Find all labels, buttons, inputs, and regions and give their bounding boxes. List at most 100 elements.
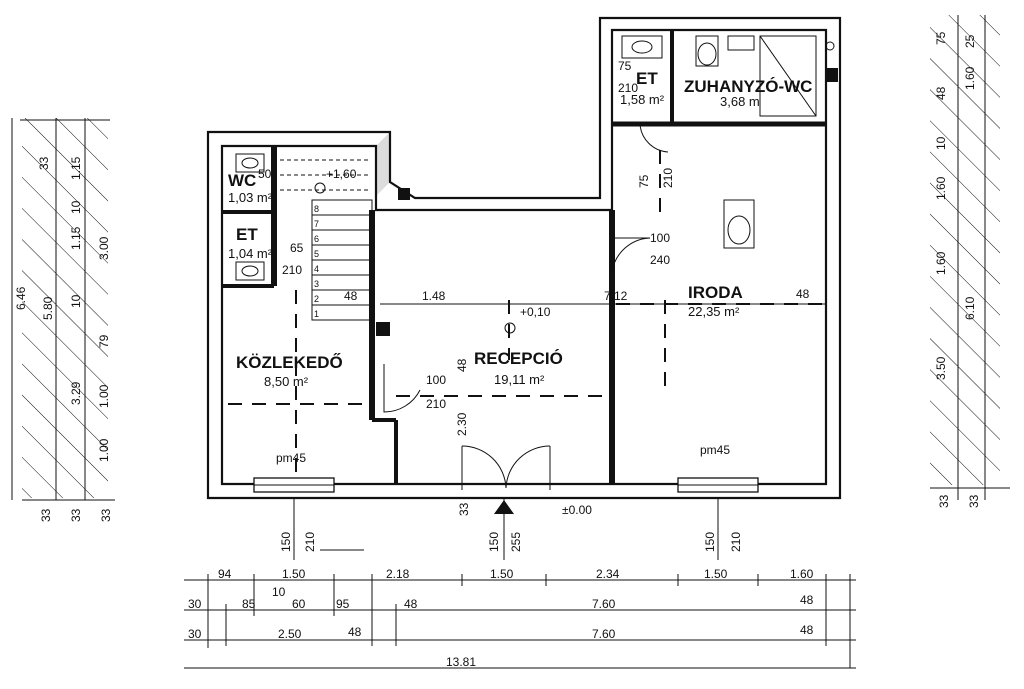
left-dim-a8: 1.00 — [97, 438, 111, 462]
sink-icon — [621, 35, 663, 59]
stair-step-6: 6 — [314, 234, 319, 244]
room-wc1-area: 1,03 m² — [228, 190, 273, 205]
room-labels: WC 1,03 m² ET 1,04 m² KÖZLEKEDŐ 8,50 m² … — [228, 69, 812, 389]
right-dim-4: 10 — [934, 136, 948, 150]
right-hatch — [930, 15, 1000, 485]
right-bottom-1: 33 — [967, 494, 981, 508]
dim-mid-712: 7,12 — [604, 289, 628, 303]
left-total-dim: 6.46 — [14, 286, 28, 310]
dim-row1-0: 94 — [218, 567, 232, 581]
right-dim-5: 1.60 — [934, 176, 948, 200]
sink-icon — [235, 153, 265, 173]
stair-step-1: 1 — [314, 309, 319, 319]
window-label-kozlekedo: pm45 — [276, 451, 306, 465]
left-top-dim: 33 — [37, 156, 51, 170]
window-label-iroda: pm45 — [700, 443, 730, 457]
dim-row3-2: 48 — [348, 625, 362, 639]
left-hatch — [22, 118, 108, 498]
windows — [253, 477, 759, 493]
left-dim-a5: 79 — [97, 334, 111, 348]
dim-et-65: 65 — [290, 241, 304, 255]
dim-row2-1: 85 — [242, 597, 256, 611]
room-wc1-name: WC — [228, 171, 256, 190]
room-et2-name: ET — [636, 69, 658, 88]
dim-row1-3: 1.50 — [490, 567, 514, 581]
right-dim-3: 1.60 — [963, 66, 977, 90]
left-bottom-2: 33 — [99, 508, 113, 522]
win3-dim-a: 150 — [703, 532, 717, 552]
level-marks: +1,60 +0,10 ±0.00 pm45 pm45 — [276, 167, 730, 517]
room-et1-name: ET — [236, 225, 258, 244]
dim-row2-0: 30 — [188, 597, 202, 611]
right-dim-2: 48 — [934, 86, 948, 100]
vent-icon — [398, 188, 410, 200]
dim-row2-6: 48 — [800, 593, 814, 607]
left-mid-dim: 5.80 — [41, 296, 55, 320]
sink-icon — [235, 261, 265, 281]
room-kozlekedo-area: 8,50 m² — [264, 374, 309, 389]
stair-step-7: 7 — [314, 219, 319, 229]
dim-iroda-door-240: 240 — [650, 253, 670, 267]
dim-wc-50: 50 — [258, 167, 272, 181]
win1-dim-a: 150 — [279, 532, 293, 552]
sink-icon — [727, 35, 755, 51]
dim-row1-4: 2.34 — [596, 567, 620, 581]
doors — [383, 123, 669, 490]
dim-iroda-48: 48 — [796, 287, 810, 301]
dim-row2-5: 7.60 — [592, 597, 616, 611]
dim-row1-1: 1.50 — [282, 567, 306, 581]
right-dim-1: 25 — [963, 34, 977, 48]
left-dim-a2: 1.15 — [69, 226, 83, 250]
right-dim-7: 6.10 — [963, 296, 977, 320]
entrance-door — [461, 445, 551, 489]
dim-rec-48v: 48 — [455, 358, 469, 372]
level-marker-icon — [504, 322, 516, 334]
drain-icon — [825, 41, 835, 51]
room-iroda-area: 22,35 m² — [688, 304, 740, 319]
stair-step-5: 5 — [314, 249, 319, 259]
vent-icon — [826, 68, 838, 82]
level-marker-icon — [314, 182, 326, 194]
dim-row2-2: 60 — [292, 597, 306, 611]
door-et2 — [639, 123, 669, 153]
win3-dim-b: 210 — [729, 532, 743, 552]
left-wall-section: 6.46 5.80 33 1.15 10 1.15 3.00 10 79 3.2… — [11, 118, 115, 522]
win2-dim-a: 150 — [487, 532, 501, 552]
left-dim-a7: 1.00 — [97, 384, 111, 408]
room-zuhanyzo-area: 3,68 m — [720, 94, 760, 109]
toilet-icon — [723, 199, 755, 249]
stair-step-3: 3 — [314, 279, 319, 289]
dim-iroda-210v: 210 — [661, 168, 675, 188]
win1-dim-b: 210 — [303, 532, 317, 552]
left-bottom-1: 33 — [69, 508, 83, 522]
dim-rec-230v: 2.30 — [455, 412, 469, 436]
dim-mid-148: 1.48 — [422, 289, 446, 303]
dim-et-210: 210 — [282, 263, 302, 277]
room-et2-area: 1,58 m² — [620, 92, 665, 107]
right-bottom-0: 33 — [937, 494, 951, 508]
stair-step-2: 2 — [314, 294, 319, 304]
entrance-dim-33: 33 — [457, 502, 471, 516]
right-dim-8: 3.50 — [934, 356, 948, 380]
room-et1-area: 1,04 m² — [228, 246, 273, 261]
dim-iroda-door-100: 100 — [650, 231, 670, 245]
vent-icon — [376, 322, 390, 336]
left-dim-a0: 1.15 — [69, 156, 83, 180]
right-wall-section: 75 25 48 1.60 10 1.60 1.60 6.10 3.50 33 … — [930, 15, 1010, 508]
door-iroda — [611, 237, 651, 273]
window-dimensions: 150 210 150 255 150 210 33 — [279, 498, 743, 560]
stair-step-8: 8 — [314, 204, 319, 214]
fixtures — [235, 35, 838, 514]
dim-et2-75: 75 — [618, 59, 632, 73]
win2-dim-b: 255 — [509, 532, 523, 552]
dim-door-210: 210 — [426, 397, 446, 411]
dim-row3-0: 30 — [188, 627, 202, 641]
left-dim-a4: 10 — [69, 294, 83, 308]
left-dim-a3: 3.00 — [97, 236, 111, 260]
toilet-icon — [695, 35, 719, 67]
dim-row1-2: 2.18 — [386, 567, 410, 581]
dim-stair-48: 48 — [344, 289, 358, 303]
dim-row1-5: 1.50 — [704, 567, 728, 581]
level-stair-top: +1,60 — [326, 167, 357, 181]
